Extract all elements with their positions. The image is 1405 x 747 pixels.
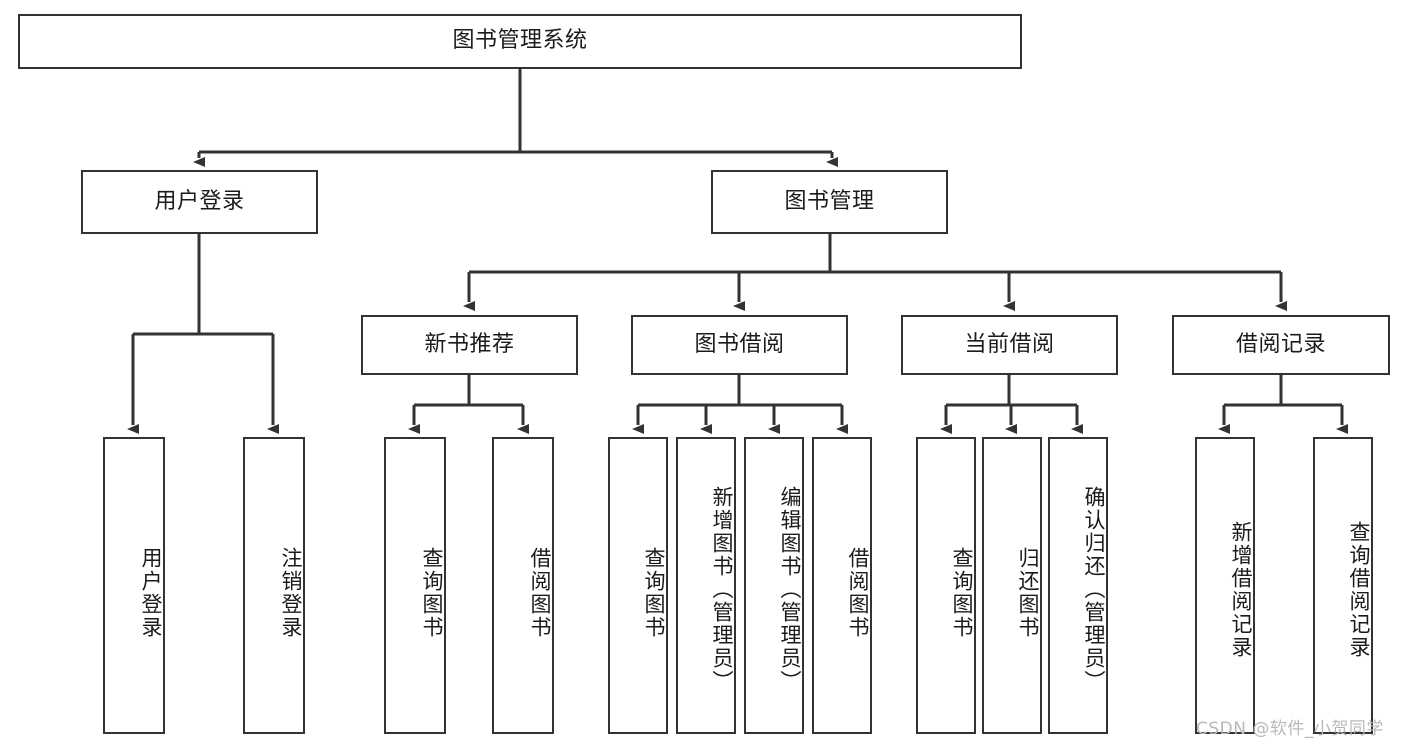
node-label: 当前借阅 [964, 331, 1055, 357]
node-label: 查询图书 [420, 546, 444, 639]
node-leaf-add-record[interactable]: 新增借阅记录 [1195, 437, 1255, 734]
node-label: 新增借阅记录 [1229, 520, 1253, 659]
node-leaf-add-book[interactable]: 新增图书（管理员） [676, 437, 736, 734]
node-label: 确认归还（管理员） [1082, 486, 1106, 693]
node-label: 注销登录 [279, 546, 303, 639]
node-leaf-return-book[interactable]: 归还图书 [982, 437, 1042, 734]
node-label: 查询图书 [950, 546, 974, 639]
node-label: 用户登录 [139, 546, 163, 639]
node-label: 查询借阅记录 [1347, 520, 1371, 659]
node-label: 图书借阅 [694, 331, 785, 357]
node-label: 编辑图书（管理员） [778, 486, 802, 693]
node-leaf-query-book-2[interactable]: 查询图书 [608, 437, 668, 734]
node-leaf-user-login[interactable]: 用户登录 [103, 437, 165, 734]
node-label: 借阅图书 [528, 546, 552, 639]
csdn-watermark: CSDN @软件_小贺同学 [1196, 719, 1384, 739]
node-leaf-logout-login[interactable]: 注销登录 [243, 437, 305, 734]
node-label: 用户登录 [154, 188, 245, 214]
node-leaf-query-book-3[interactable]: 查询图书 [916, 437, 976, 734]
node-label: 新增图书（管理员） [710, 486, 734, 693]
node-new-book-rec[interactable]: 新书推荐 [361, 315, 578, 375]
node-leaf-query-book-1[interactable]: 查询图书 [384, 437, 446, 734]
node-label: 新书推荐 [424, 331, 515, 357]
node-current-borrow[interactable]: 当前借阅 [901, 315, 1118, 375]
node-borrow-record[interactable]: 借阅记录 [1172, 315, 1390, 375]
node-book-borrow[interactable]: 图书借阅 [631, 315, 848, 375]
node-label: 借阅记录 [1235, 331, 1326, 357]
node-label: 查询图书 [642, 546, 666, 639]
node-leaf-borrow-book-1[interactable]: 借阅图书 [492, 437, 554, 734]
node-root-book-management-system[interactable]: 图书管理系统 [18, 14, 1022, 69]
node-leaf-edit-book[interactable]: 编辑图书（管理员） [744, 437, 804, 734]
node-book-manage[interactable]: 图书管理 [711, 170, 948, 234]
node-label: 借阅图书 [846, 546, 870, 639]
node-label: 图书管理 [784, 188, 875, 214]
node-leaf-borrow-book-2[interactable]: 借阅图书 [812, 437, 872, 734]
node-label: 归还图书 [1016, 546, 1040, 639]
node-user-login[interactable]: 用户登录 [81, 170, 318, 234]
node-leaf-confirm-return[interactable]: 确认归还（管理员） [1048, 437, 1108, 734]
node-leaf-query-record[interactable]: 查询借阅记录 [1313, 437, 1373, 734]
node-label: 图书管理系统 [452, 28, 588, 54]
